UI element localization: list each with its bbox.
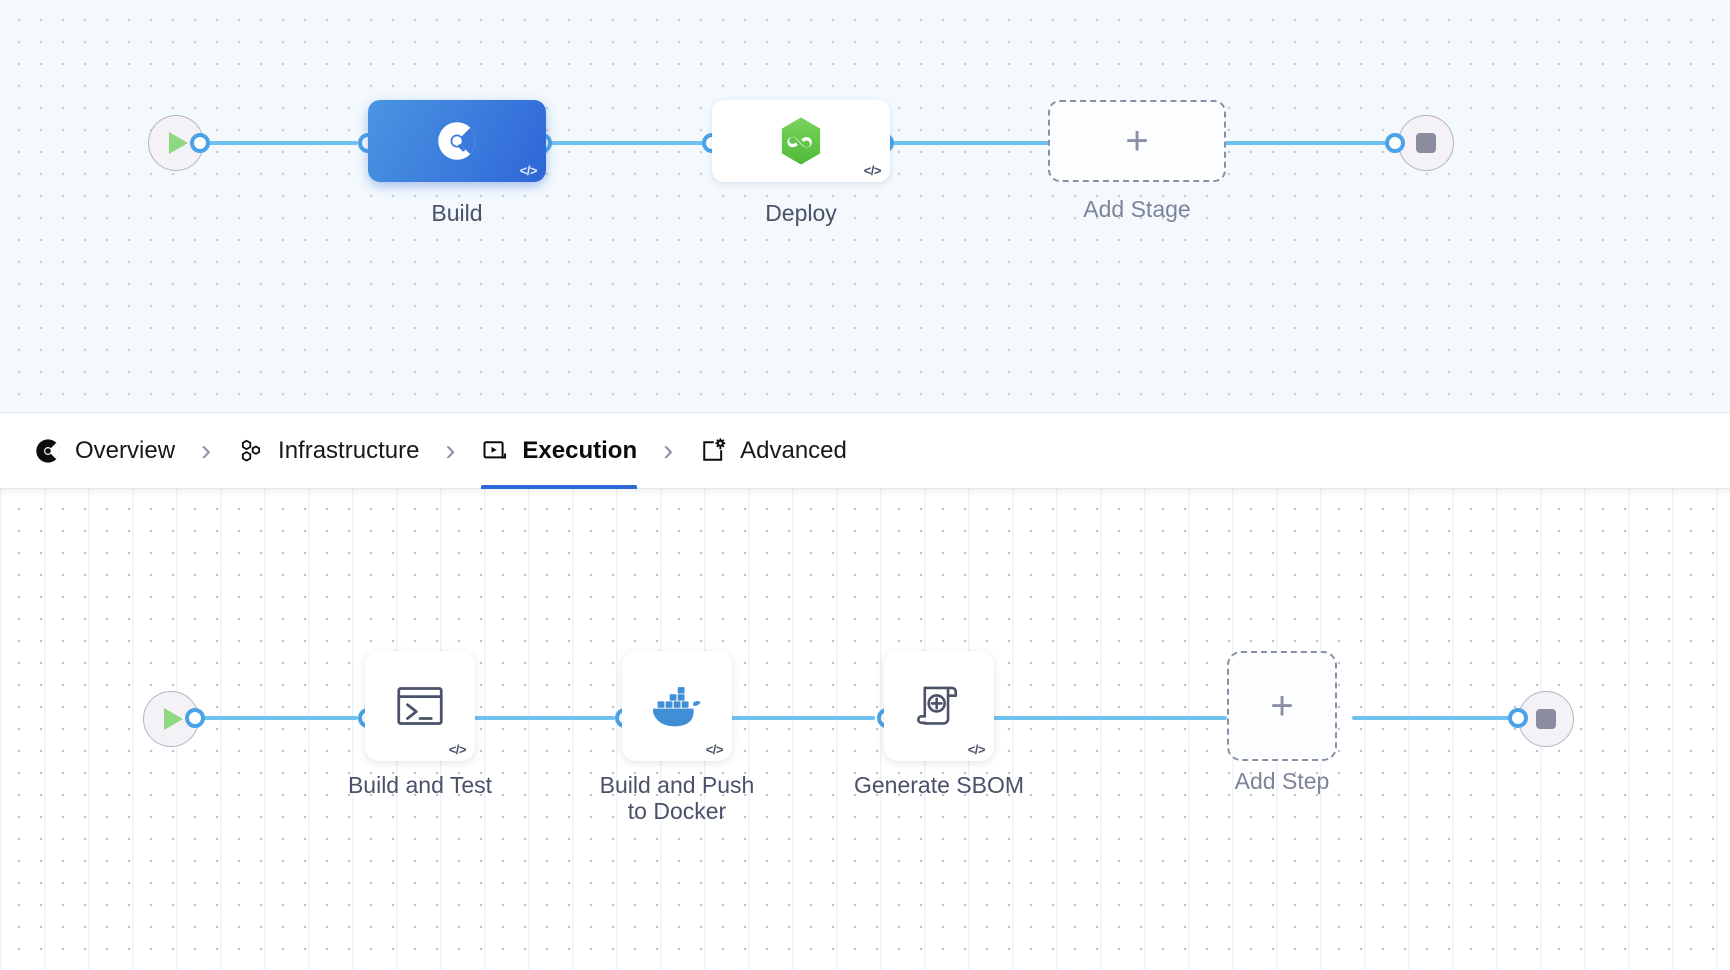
step-build-and-test-card[interactable]: </> [365,651,475,761]
connector-step3-addstep[interactable] [972,716,1227,720]
connector-deploy-addstage[interactable] [880,141,1060,145]
code-badge: </> [448,742,467,757]
stop-icon [1536,709,1556,729]
step-build-and-test-label: Build and Test [347,772,493,798]
harness-hexagon-icon [781,117,821,165]
stop-icon [1416,133,1436,153]
connector-addstage-end[interactable] [1222,141,1408,145]
docker-icon [652,687,701,727]
step-add-step[interactable]: + Add Step [1227,651,1337,794]
stage-add-stage[interactable]: + Add Stage [1048,100,1226,222]
tab-separator: › [201,433,212,467]
port-exec-end-in[interactable] [1508,708,1528,728]
connector-step2-step3[interactable] [710,716,875,720]
terminal-icon [397,687,443,725]
tab-separator: › [663,433,674,467]
play-icon [169,132,188,154]
code-badge: </> [705,742,724,757]
execution-play-box-icon [483,440,507,459]
step-generate-sbom-card[interactable]: </> [884,651,994,761]
plus-icon: + [1125,119,1149,163]
stages-canvas[interactable]: </> Build [0,0,1730,412]
execution-steps-canvas[interactable]: </> Build and Test [0,489,1730,970]
build-circle-icon [438,122,476,160]
code-badge: </> [863,163,882,178]
stages-row: </> Build [0,0,1730,412]
overview-pie-icon [36,438,60,463]
stage-build[interactable]: </> Build [368,100,546,226]
stage-build-label: Build [431,200,483,226]
stage-build-card[interactable]: </> [368,100,546,182]
port-end-in[interactable] [1385,133,1405,153]
code-badge: </> [967,742,986,757]
tab-infrastructure[interactable]: Infrastructure [237,412,419,489]
step-build-and-test[interactable]: </> Build and Test [348,651,492,798]
tab-separator: › [445,433,456,467]
tab-advanced-label: Advanced [740,436,847,464]
connector-start-build[interactable] [198,141,358,145]
step-generate-sbom-label: Generate SBOM [853,772,1025,798]
steps-row: </> Build and Test [0,489,1730,970]
code-badge: </> [519,163,538,178]
tab-advanced[interactable]: Advanced [699,412,847,489]
infrastructure-hex-icon [241,439,261,462]
plus-icon: + [1270,684,1294,728]
stage-config-tabbar: Overview › Infrastructure › Execution › [0,412,1730,489]
step-build-and-push-to-docker-card[interactable]: </> [622,651,732,761]
port-start-out[interactable] [190,133,210,153]
pipeline-end-node[interactable] [1398,115,1454,171]
tab-execution[interactable]: Execution [481,412,637,489]
step-build-and-push-to-docker[interactable]: </> Build and Push to Docker [600,651,754,824]
connector-start-step1[interactable] [193,716,358,720]
tab-execution-label: Execution [522,436,638,464]
connector-build-deploy[interactable] [540,141,710,145]
play-icon [164,708,183,730]
step-build-and-push-to-docker-label: Build and Push to Docker [599,772,755,824]
stage-deploy-card[interactable]: </> [712,100,890,182]
step-generate-sbom[interactable]: </> Generate SBOM [854,651,1024,798]
add-stage-label: Add Stage [1083,196,1191,222]
add-step-card[interactable]: + [1227,651,1337,761]
connector-addstep-end[interactable] [1352,716,1522,720]
add-stage-card[interactable]: + [1048,100,1226,182]
connector-step1-step2[interactable] [450,716,615,720]
port-exec-start-out[interactable] [185,708,205,728]
advanced-gear-box-icon [703,437,726,461]
stage-deploy[interactable]: </> Deploy [712,100,890,226]
tab-infrastructure-label: Infrastructure [278,436,420,464]
sbom-scroll-icon [917,686,958,725]
stage-deploy-label: Deploy [765,200,837,226]
tab-overview[interactable]: Overview [34,412,175,489]
tab-overview-label: Overview [75,436,176,464]
add-step-label: Add Step [1234,768,1330,794]
